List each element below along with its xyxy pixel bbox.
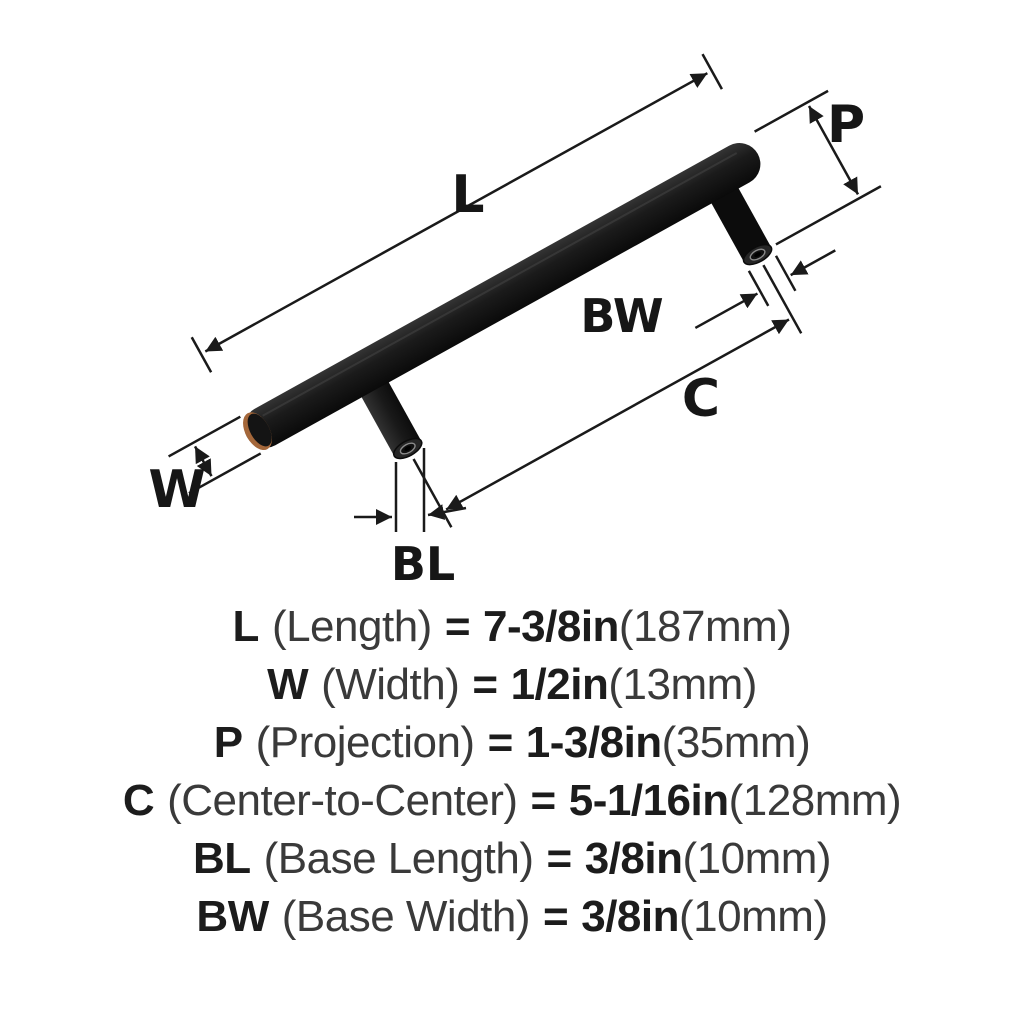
extension-line (775, 185, 882, 246)
spec-line-projection: P(Projection)=1-3/8in(35mm) (0, 714, 1024, 772)
extension-line (774, 255, 797, 292)
spec-metric: (10mm) (682, 834, 832, 883)
dimension-P (753, 89, 882, 246)
spec-abbr: W (267, 660, 309, 709)
spec-value: 5-1/16in (568, 776, 729, 825)
extension-line (762, 264, 803, 334)
extension-line (747, 270, 770, 307)
spec-name: (Base Length) (263, 834, 534, 883)
spec-abbr: L (232, 602, 260, 651)
dim-label-C: C (682, 369, 720, 429)
dim-label-BL: BL (391, 537, 455, 591)
spec-metric: (10mm) (679, 892, 828, 941)
spec-metric: (128mm) (728, 776, 902, 825)
spec-value: 1-3/8in (525, 718, 662, 767)
spec-line-width: W(Width)=1/2in(13mm) (0, 656, 1024, 714)
spec-abbr: BW (196, 892, 269, 941)
spec-value: 1/2in (510, 660, 609, 709)
spec-equals: = (472, 660, 498, 709)
bar-highlight (262, 152, 738, 417)
arrow-line (694, 292, 759, 330)
spec-line-length: L(Length)=7-3/8in(187mm) (0, 598, 1024, 656)
spec-name: (Length) (271, 602, 432, 651)
dim-label-P: P (827, 95, 865, 155)
extension-line (190, 336, 213, 373)
left-post (358, 376, 423, 460)
extension-line (753, 89, 829, 133)
spec-metric: (13mm) (608, 660, 757, 709)
dimension-W (167, 415, 262, 495)
spec-abbr: BL (192, 834, 251, 883)
spec-value: 3/8in (581, 892, 680, 941)
spec-value: 7-3/8in (483, 602, 619, 651)
arrow-line (427, 504, 467, 520)
spec-value: 3/8in (584, 834, 683, 883)
left-post-body (358, 376, 422, 457)
handle-illustration (167, 53, 882, 528)
dim-label-BW: BW (580, 289, 663, 343)
dim-label-W: W (148, 460, 205, 520)
extension-line (188, 452, 262, 495)
extension-line (412, 458, 453, 528)
extension-line (167, 415, 241, 458)
spec-equals: = (530, 776, 557, 825)
end-cap-face (247, 413, 272, 447)
spec-line-base-length: BL(Base Length)=3/8in(10mm) (0, 830, 1024, 888)
spec-name: (Base Width) (281, 892, 531, 941)
spec-name: (Projection) (255, 718, 475, 767)
spec-name: (Width) (321, 660, 460, 709)
right-post-body (708, 182, 772, 263)
dimension-line (807, 105, 860, 195)
spec-equals: = (444, 602, 471, 651)
extension-line (701, 53, 723, 90)
dimension-line (445, 318, 790, 511)
dimension-line (193, 445, 213, 477)
dimension-L (190, 53, 723, 373)
right-post (708, 182, 773, 266)
dim-label-L: L (451, 165, 484, 225)
spec-metric: (187mm) (618, 602, 792, 651)
spec-equals: = (543, 892, 569, 941)
left-post-screw-hole-icon (404, 446, 412, 451)
dimension-line (204, 72, 708, 353)
spec-metric: (35mm) (661, 718, 811, 767)
dimension-BL (354, 448, 467, 532)
spec-abbr: C (122, 776, 155, 825)
right-post-screw-hole-icon (754, 252, 761, 258)
spec-equals: = (487, 718, 514, 767)
spec-list: L(Length)=7-3/8in(187mm) W(Width)=1/2in(… (0, 598, 1024, 946)
spec-abbr: P (213, 718, 243, 767)
spec-equals: = (546, 834, 573, 883)
spec-name: (Center-to-Center) (167, 776, 518, 825)
arrow-line (790, 249, 836, 277)
spec-line-base-width: BW(Base Width)=3/8in(10mm) (0, 888, 1024, 946)
handle-dimension-diagram: L P BW C W BL (148, 53, 882, 591)
spec-line-center-to-center: C(Center-to-Center)=5-1/16in(128mm) (0, 772, 1024, 830)
